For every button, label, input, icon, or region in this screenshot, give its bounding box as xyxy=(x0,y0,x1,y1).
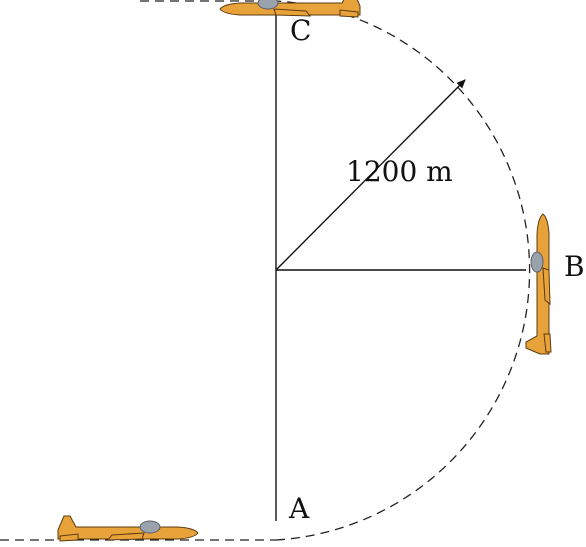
point-b-label: B xyxy=(564,250,585,283)
point-a-label: A xyxy=(288,492,310,525)
radius-arrow xyxy=(275,79,466,271)
dashed-loop-arc xyxy=(275,0,531,541)
plane-at-a-icon xyxy=(57,515,199,542)
radius-label: 1200 m xyxy=(346,155,453,188)
point-c-label: C xyxy=(290,14,311,47)
